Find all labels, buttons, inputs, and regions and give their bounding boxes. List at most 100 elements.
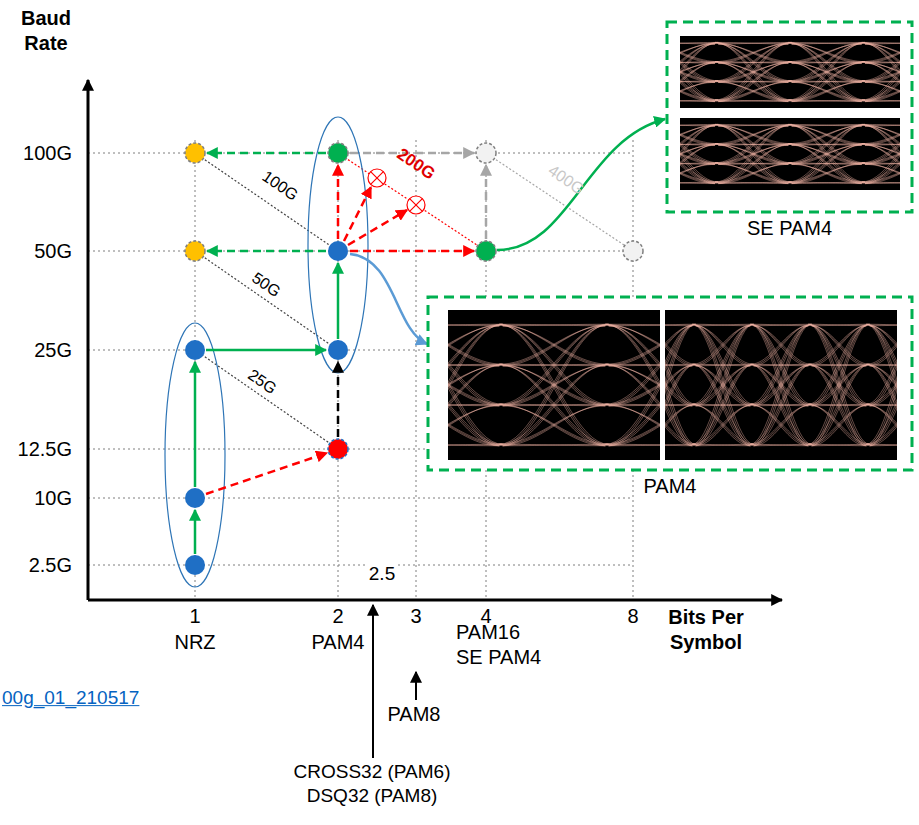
axis-label: 200G <box>393 143 439 184</box>
eye-trace <box>448 325 501 445</box>
eye-trace <box>750 406 808 444</box>
eye-trace <box>718 163 791 184</box>
eye-trace <box>680 81 718 102</box>
eye-trace <box>609 364 660 406</box>
eye-trace <box>715 126 788 163</box>
axis-label: PAM4 <box>312 630 365 655</box>
eye-trace <box>865 144 900 184</box>
eye-trace <box>448 324 499 446</box>
eye-trace <box>862 164 900 182</box>
axis-label: 3 <box>410 604 421 629</box>
crossed-circle <box>368 169 386 187</box>
eye-trace <box>607 325 660 365</box>
eye-trace <box>752 365 810 445</box>
eye-trace <box>694 325 752 405</box>
axis-label: NRZ <box>174 630 215 655</box>
step-arrow <box>485 165 488 239</box>
eye-trace <box>870 364 897 446</box>
eye-trace <box>680 125 717 183</box>
panel-caption: SE PAM4 <box>667 216 912 241</box>
eye-trace <box>790 144 863 182</box>
eye-trace <box>790 125 863 163</box>
step-arrow <box>344 187 371 241</box>
eye-trace <box>863 144 900 182</box>
eye-trace <box>499 324 605 446</box>
eye-trace <box>715 63 788 100</box>
eye-trace <box>448 324 503 366</box>
eye-trace <box>718 100 791 102</box>
eye-trace <box>790 164 863 183</box>
eye-trace <box>788 63 861 100</box>
eye-trace <box>717 144 790 182</box>
eye-trace <box>501 365 607 445</box>
eye-trace <box>503 324 609 446</box>
eye-trace <box>865 163 900 184</box>
eye-trace <box>501 365 607 445</box>
eye-trace <box>696 324 754 326</box>
eye-trace <box>715 164 788 182</box>
eye-diagram <box>642 36 919 108</box>
eye-trace <box>750 324 808 446</box>
eye-trace <box>694 365 752 445</box>
eye-trace <box>792 163 865 184</box>
step-arrow <box>207 152 326 155</box>
eye-trace <box>605 366 660 404</box>
eye-trace <box>790 62 863 100</box>
eye-trace <box>665 325 694 445</box>
eye-trace <box>862 145 900 163</box>
eye-trace <box>792 124 865 164</box>
eye-trace <box>503 324 609 326</box>
axis-label: 400G <box>544 161 588 200</box>
eye-trace <box>717 82 790 101</box>
eye-trace <box>792 81 865 102</box>
step-arrow <box>207 250 326 253</box>
iso-line <box>195 153 338 251</box>
eye-trace <box>692 406 750 444</box>
eye-trace <box>692 326 750 404</box>
step-arrow <box>206 453 327 494</box>
eye-trace <box>810 325 868 405</box>
yellow-point <box>185 143 205 163</box>
eye-trace <box>866 406 897 444</box>
pointer-arrow <box>415 672 417 700</box>
eye-trace <box>680 164 718 182</box>
grid-line <box>88 498 633 499</box>
eye-trace <box>792 42 865 82</box>
eye-trace <box>870 404 897 446</box>
grid-line <box>338 140 339 600</box>
eye-trace <box>788 145 861 182</box>
axis-label: 2 <box>332 604 343 629</box>
eye-trace <box>863 125 900 163</box>
axis-label: Baud Rate <box>11 6 81 56</box>
blue-point <box>185 488 205 508</box>
axis-label: 50G <box>248 268 284 302</box>
eye-trace <box>870 444 897 446</box>
eye-trace <box>680 100 718 102</box>
grid-line <box>88 565 633 566</box>
blue-point <box>185 340 205 360</box>
eye-trace <box>607 325 660 445</box>
eye-trace <box>750 366 808 444</box>
eye-trace <box>863 82 900 101</box>
eye-trace <box>754 444 812 446</box>
eye-trace <box>696 324 754 406</box>
eye-trace <box>790 62 863 100</box>
eye-trace <box>754 324 812 326</box>
axis-label: 8 <box>627 604 638 629</box>
y-axis <box>87 80 90 600</box>
step-arrow <box>194 510 197 554</box>
panel-border <box>428 297 912 470</box>
eye-trace <box>448 404 499 446</box>
green-point <box>476 241 496 261</box>
grid <box>88 140 633 600</box>
eye-trace <box>715 44 788 81</box>
eye-trace <box>812 404 870 446</box>
eye-trace <box>865 42 900 63</box>
eye-trace <box>863 125 900 183</box>
eye-trace <box>448 326 503 364</box>
eye-trace <box>680 163 718 184</box>
eye-trace <box>605 366 660 444</box>
eye-trace <box>499 406 605 444</box>
eye-trace <box>868 405 897 445</box>
eye-trace <box>501 325 607 405</box>
